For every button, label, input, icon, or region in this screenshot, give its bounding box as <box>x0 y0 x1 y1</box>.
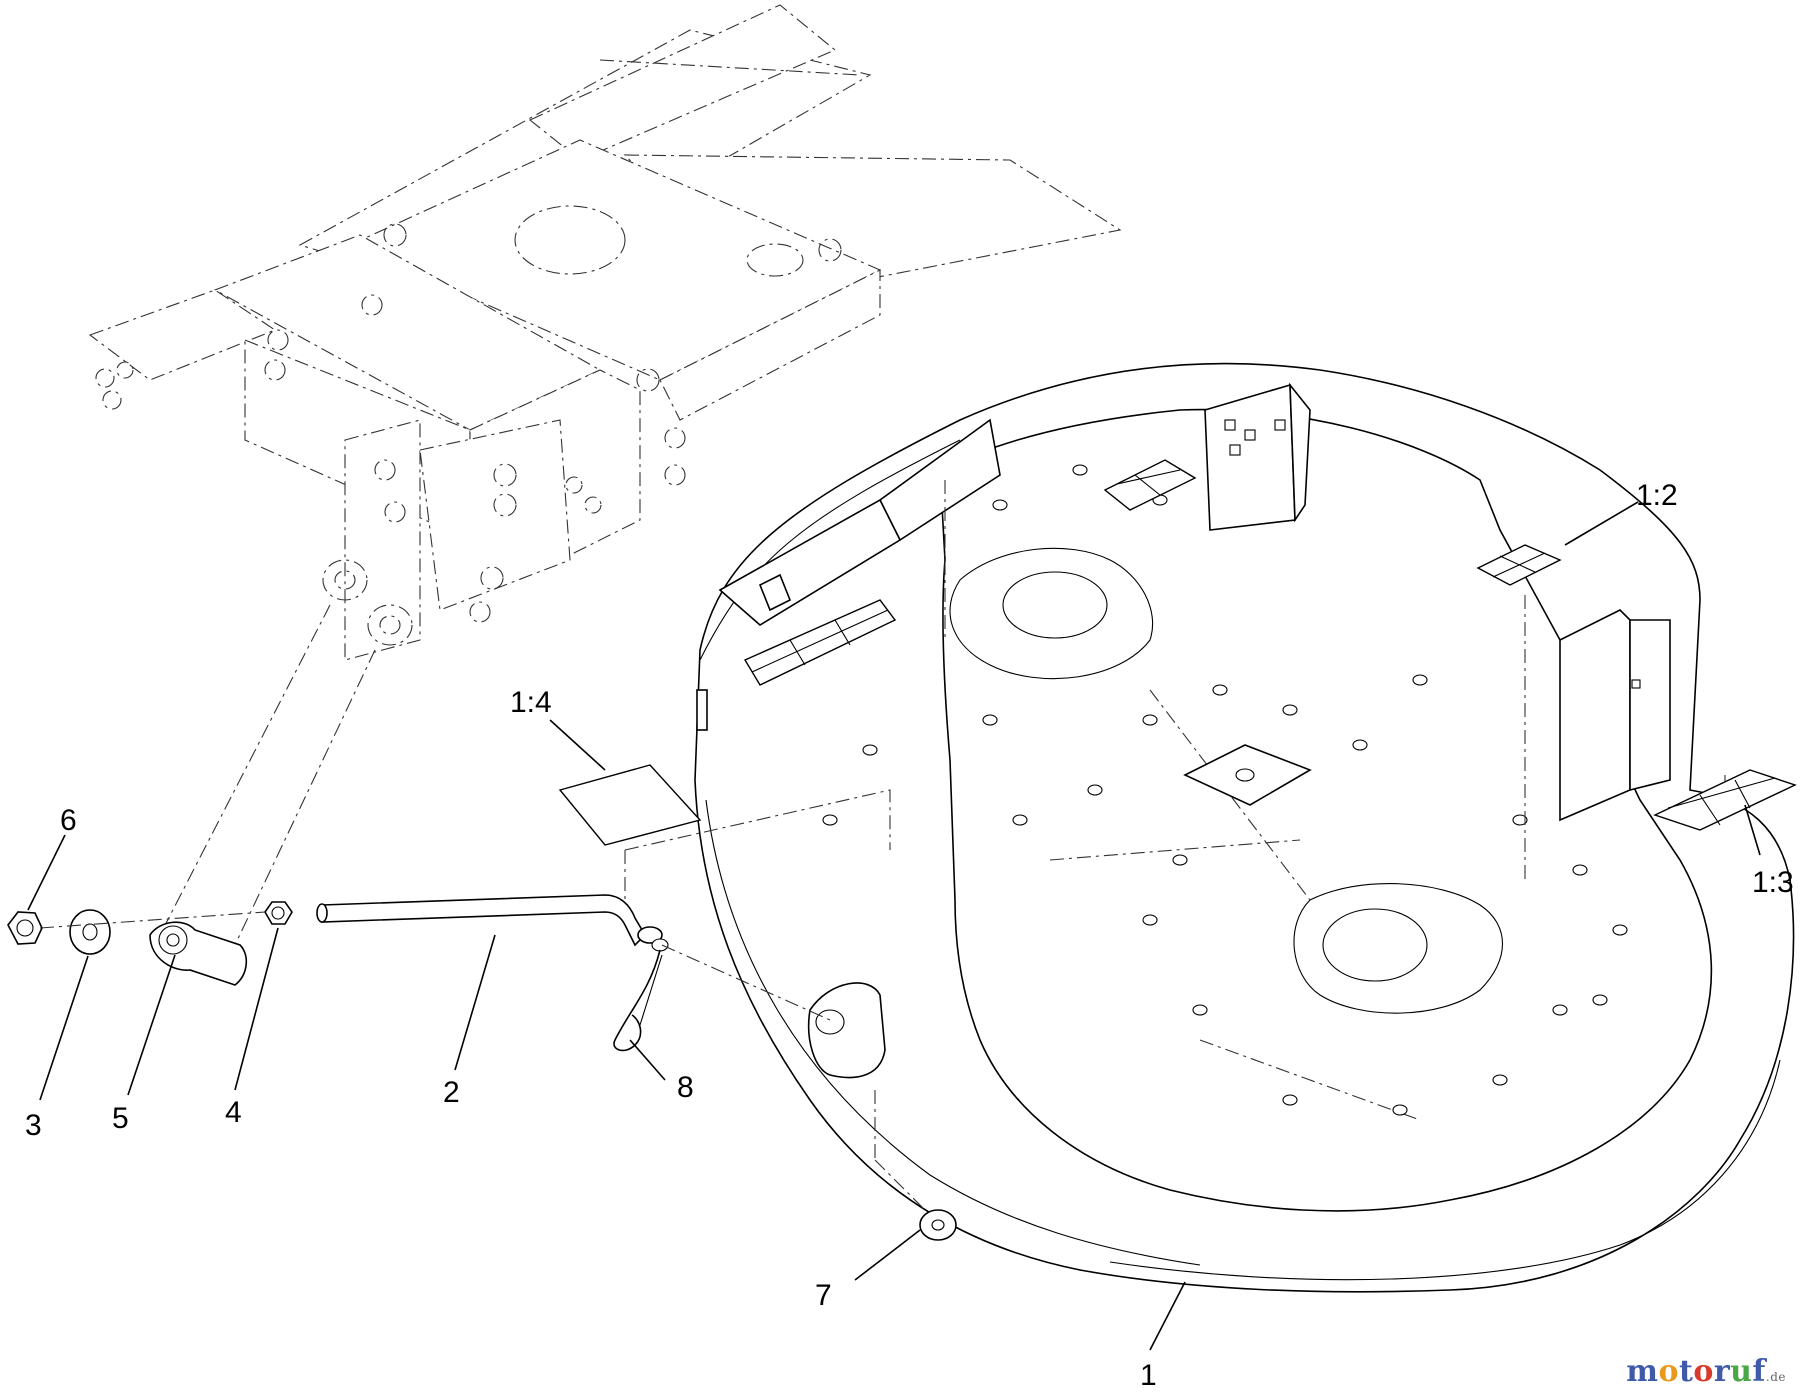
decal-on-deck-top <box>1103 459 1197 511</box>
lift-linkage <box>7 894 957 1241</box>
decal-1-2 <box>1476 544 1562 586</box>
motoruf-watermark-logo: motoruf.de <box>1626 1354 1786 1389</box>
part-3-washer <box>69 909 111 955</box>
callout-1-3: 1:3 <box>1752 866 1794 899</box>
callout-1-4: 1:4 <box>510 686 552 719</box>
watermark-letter: u <box>1730 1354 1753 1389</box>
callout-5: 5 <box>112 1102 129 1135</box>
watermark-letter: t <box>1678 1354 1694 1389</box>
watermark-letter: f <box>1752 1354 1766 1389</box>
watermark-letter: r <box>1713 1354 1731 1389</box>
callout-6: 6 <box>60 804 77 837</box>
callout-2: 2 <box>443 1076 460 1109</box>
callout-7: 7 <box>815 1279 832 1312</box>
part-4-nut <box>264 901 293 925</box>
callout-8: 8 <box>677 1071 694 1104</box>
decal-on-deck-left <box>743 599 897 686</box>
deck-decals <box>558 459 1797 846</box>
callout-1: 1 <box>1140 1359 1157 1392</box>
frame-bolts <box>95 223 842 623</box>
decal-1-3 <box>1653 769 1797 831</box>
part-2-lift-rod <box>316 894 669 952</box>
tractor-frame-phantom <box>88 4 1122 946</box>
callout-labels: 1 1:2 1:3 1:4 2 3 4 5 6 7 8 <box>25 479 1794 1392</box>
part-8-hairpin <box>613 949 663 1052</box>
part-7-washer <box>919 1209 957 1241</box>
mower-deck <box>624 362 1795 1293</box>
part-5-spacer <box>149 921 248 986</box>
callout-4: 4 <box>225 1096 242 1129</box>
part-6-nut <box>7 911 43 945</box>
watermark-letter: o <box>1693 1354 1714 1389</box>
watermark-letter: o <box>1658 1354 1679 1389</box>
callout-3: 3 <box>25 1109 42 1142</box>
watermark-letter: m <box>1626 1354 1659 1389</box>
callout-1-2: 1:2 <box>1636 479 1678 512</box>
watermark-suffix: .de <box>1765 1370 1786 1384</box>
callout-leaders <box>27 501 1761 1351</box>
decal-1-4 <box>558 764 702 846</box>
